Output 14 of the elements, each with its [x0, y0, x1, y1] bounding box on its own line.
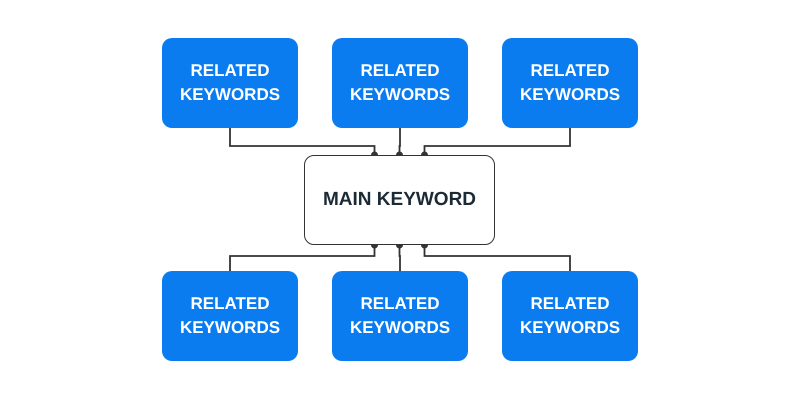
box-label: RELATED KEYWORDS	[178, 293, 282, 339]
related-keyword-box	[502, 271, 638, 361]
related-keyword-box	[162, 271, 298, 361]
main-keyword-box	[304, 155, 495, 245]
box-label: RELATED KEYWORDS	[518, 293, 622, 339]
related-keyword-box	[332, 271, 468, 361]
box-label: RELATED KEYWORDS	[178, 60, 282, 106]
related-keyword-box	[162, 38, 298, 128]
related-keyword-box	[502, 38, 638, 128]
box-label: MAIN KEYWORD	[322, 188, 478, 212]
related-keyword-box	[332, 38, 468, 128]
box-label: RELATED KEYWORDS	[348, 60, 452, 106]
box-label: RELATED KEYWORDS	[348, 293, 452, 339]
box-label: RELATED KEYWORDS	[518, 60, 622, 106]
